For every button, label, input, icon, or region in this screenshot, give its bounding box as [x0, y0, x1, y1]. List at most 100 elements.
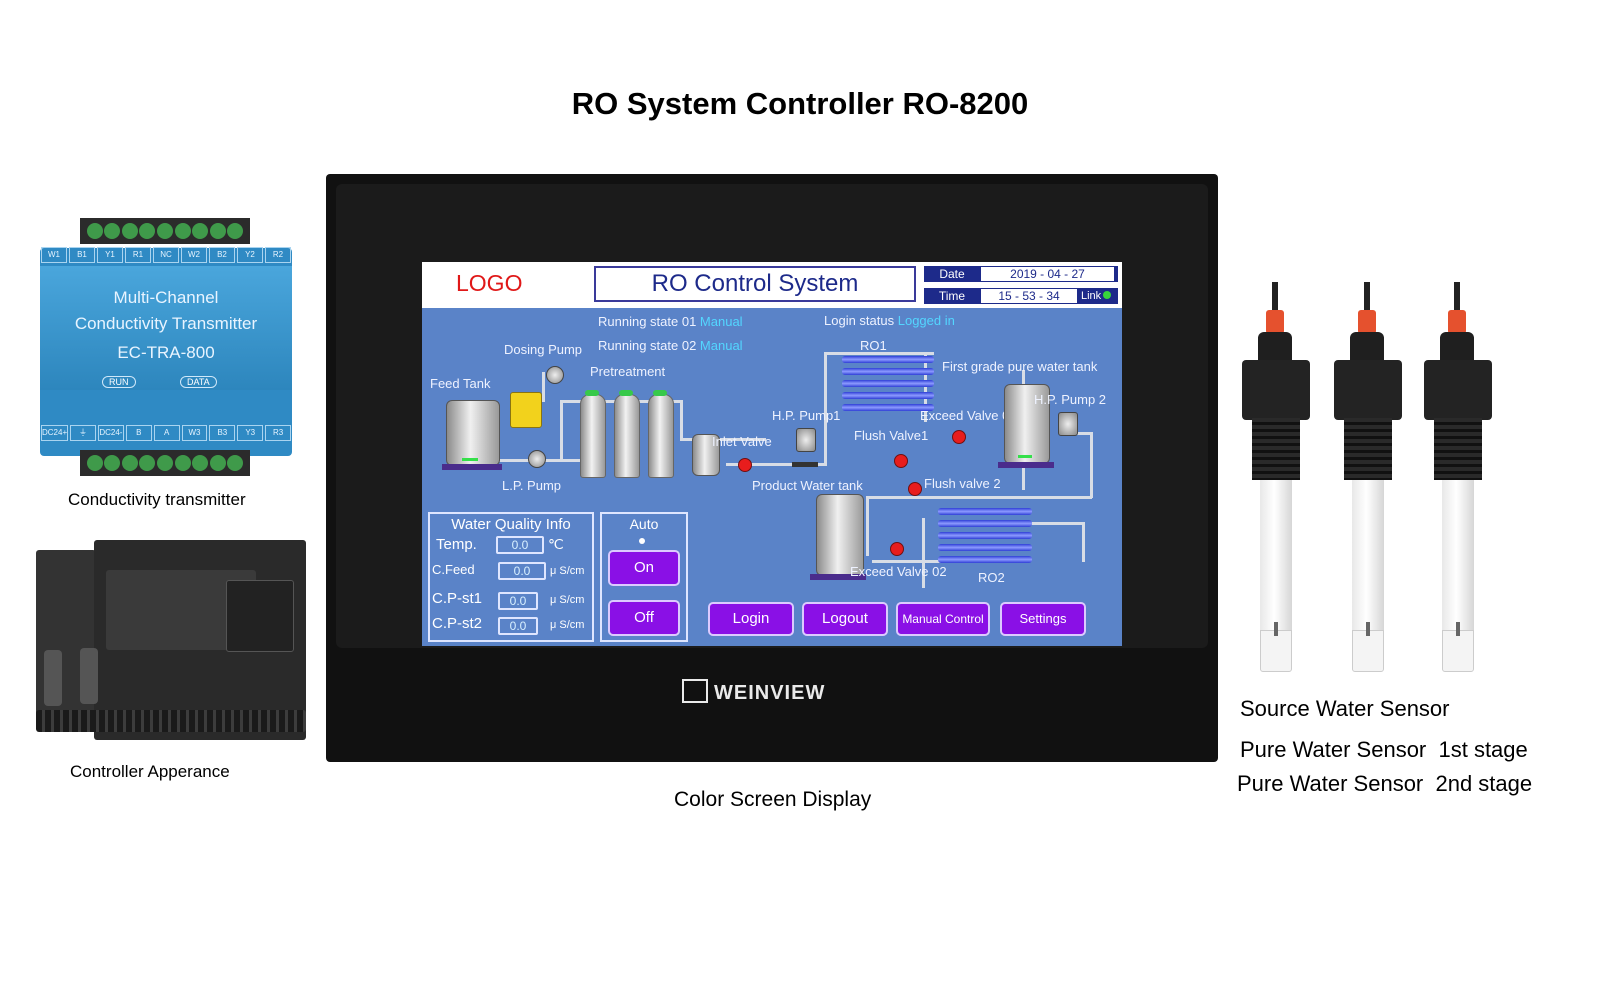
terminal-label: B: [125, 425, 152, 441]
terminal-label: Y3: [237, 425, 264, 441]
inlet-valve-icon[interactable]: [738, 458, 752, 472]
terminal-label: W2: [181, 247, 207, 263]
auto-off-button[interactable]: Off: [608, 600, 680, 636]
terminal-label: R2: [265, 247, 291, 263]
time-label: Time: [924, 288, 980, 304]
conductivity-transmitter-image: W1 B1 Y1 R1 NC W2 B2 Y2 R2 Multi-Channel…: [40, 218, 292, 486]
running-state-02: Running state 02 Manual: [598, 338, 743, 353]
flush-valve2-label: Flush valve 2: [924, 476, 1001, 491]
lp-pump-icon: [528, 450, 546, 468]
manual-control-button[interactable]: Manual Control: [896, 602, 990, 636]
temp-label: Temp.: [436, 536, 477, 553]
bottom-terminal-labels: DC24+ ⏚ DC24- B A W3 B3 Y3 R3: [40, 424, 292, 442]
ro2-label: RO2: [978, 570, 1005, 585]
pure-water-sensor-1-image: [1330, 282, 1406, 674]
link-label: Link: [1081, 290, 1102, 302]
feed-tank-icon: [446, 400, 500, 466]
lp-pump-label: L.P. Pump: [502, 478, 562, 493]
terminal-label: ⏚: [70, 425, 96, 441]
auto-on-button[interactable]: On: [608, 550, 680, 586]
date-label: Date: [924, 266, 980, 282]
hmi-header: LOGO RO Control System Date 2019 - 04 - …: [422, 262, 1122, 308]
link-led-icon: [1103, 291, 1112, 299]
ro1-membrane-icon: [842, 356, 934, 363]
cpst2-label: C.P-st2: [432, 615, 483, 632]
product-water-tank-label: Product Water tank: [752, 478, 863, 493]
terminal-label: B3: [209, 425, 236, 441]
transmitter-caption: Conductivity transmitter: [68, 490, 246, 509]
pretreatment-vessel-3-icon: [648, 394, 674, 478]
running-state-02-value: Manual: [699, 338, 743, 353]
exceed-valve-02-icon[interactable]: [890, 542, 904, 556]
flush-valve1-icon[interactable]: [894, 454, 908, 468]
terminal-label: B1: [69, 247, 95, 263]
first-grade-tank-label: First grade pure water tank: [942, 359, 1098, 374]
date-value: 2019 - 04 - 27: [980, 266, 1114, 282]
cpst2-unit: μ S/cm: [550, 619, 585, 631]
cfeed-unit: μ S/cm: [550, 565, 585, 577]
ro1-label: RO1: [860, 338, 887, 353]
sensor-caption-stage2: Pure Water Sensor 2nd stage: [1237, 771, 1533, 796]
hmi-screen: LOGO RO Control System Date 2019 - 04 - …: [422, 262, 1122, 646]
terminal-label: R3: [265, 425, 291, 441]
ro2-membrane-icon: [938, 508, 1032, 515]
pretreatment-label: Pretreatment: [590, 364, 666, 379]
page-title: RO System Controller RO-8200: [571, 86, 1029, 121]
temp-value: 0.0: [496, 536, 544, 554]
auto-indicator-icon: [639, 538, 645, 544]
water-quality-panel: Water Quality Info Temp. 0.0 ℃ C.Feed 0.…: [428, 512, 594, 642]
brand-text: WEINVIEW: [714, 682, 826, 704]
feed-tank-label: Feed Tank: [430, 376, 491, 391]
temp-unit: ℃: [548, 536, 564, 552]
hp-pump2-icon: [1058, 412, 1078, 436]
first-grade-tank-icon: [1004, 384, 1050, 464]
controller-caption: Controller Apperance: [70, 762, 230, 781]
data-indicator: DATA: [180, 376, 217, 388]
settings-button[interactable]: Settings: [1000, 602, 1086, 636]
weinview-logo-icon: [682, 679, 708, 703]
cpst1-unit: μ S/cm: [550, 594, 585, 606]
terminal-label: R1: [125, 247, 151, 263]
flush-valve2-icon[interactable]: [908, 482, 922, 496]
exceed-valve-02-label: Exceed Valve 02: [850, 564, 947, 579]
exceed-valve-01-label: Exceed Valve 01: [920, 408, 1017, 423]
source-water-sensor-image: [1238, 282, 1314, 674]
terminal-label: W3: [181, 425, 208, 441]
auto-title: Auto: [629, 516, 659, 532]
terminal-label: Y1: [97, 247, 123, 263]
hmi-monitor: LOGO RO Control System Date 2019 - 04 - …: [326, 174, 1218, 762]
time-row: Time 15 - 53 - 34 Link: [924, 288, 1118, 304]
transmitter-model: EC-TRA-800: [117, 343, 215, 362]
terminal-label: DC24-: [97, 425, 124, 441]
top-terminal-labels: W1 B1 Y1 R1 NC W2 B2 Y2 R2: [40, 246, 292, 264]
cpst1-value: 0.0: [498, 592, 538, 610]
sensor-caption-source: Source Water Sensor: [1240, 696, 1450, 721]
top-terminal-block: [80, 218, 250, 244]
hmi-logo: LOGO: [456, 270, 523, 296]
terminal-label: W1: [41, 247, 67, 263]
terminal-label: NC: [153, 247, 179, 263]
auto-panel: Auto On Off: [600, 512, 688, 642]
hp-pump1-icon: [796, 428, 816, 452]
transmitter-line1: Multi-Channel: [113, 288, 219, 307]
login-status-value: Logged in: [897, 313, 955, 328]
cfeed-label: C.Feed: [432, 562, 475, 577]
hp-pump1-label: H.P. Pump1: [772, 408, 841, 423]
logout-button[interactable]: Logout: [802, 602, 888, 636]
dosing-pump-icon: [546, 366, 564, 384]
login-status-label: Login status: [824, 313, 895, 328]
sensor-caption-stage1: Pure Water Sensor 1st stage: [1240, 737, 1528, 762]
weinview-brand: WEINVIEW: [682, 679, 825, 705]
transmitter-line2: Conductivity Transmitter: [74, 314, 258, 333]
terminal-label: DC24+: [41, 425, 69, 441]
exceed-valve-01-icon[interactable]: [952, 430, 966, 444]
bottom-terminal-block: [80, 450, 250, 476]
running-state-02-label: Running state 02: [598, 338, 697, 353]
link-status: Link: [1078, 288, 1118, 304]
date-row: Date 2019 - 04 - 27: [924, 266, 1118, 282]
flush-valve1-label: Flush Valve1: [854, 428, 929, 443]
run-indicator: RUN: [102, 376, 136, 388]
login-button[interactable]: Login: [708, 602, 794, 636]
hp-pump2-label: H.P. Pump 2: [1034, 392, 1107, 407]
pure-water-sensor-2-image: [1420, 282, 1496, 674]
